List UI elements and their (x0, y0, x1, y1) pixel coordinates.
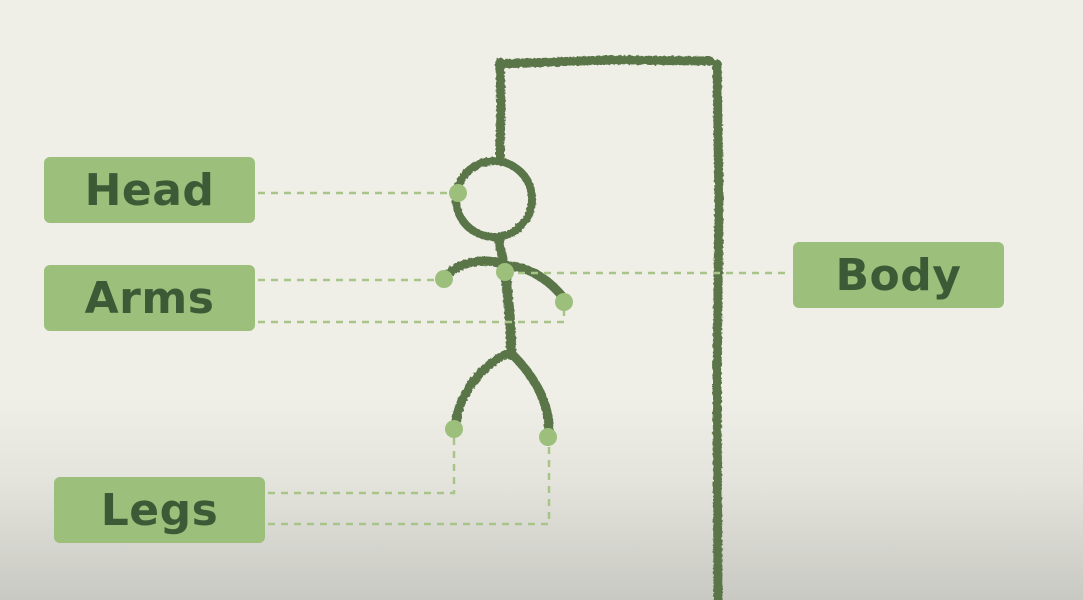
head-label-text: Head (84, 164, 215, 216)
figure-right-leg (507, 349, 554, 441)
connector-legs-right (268, 438, 551, 526)
gallows (494, 55, 724, 600)
marker-dots (435, 184, 573, 446)
stick-figure (439, 157, 570, 441)
legs-label: Legs (54, 477, 265, 543)
arms-label: Arms (44, 265, 255, 331)
gallows-rope (495, 57, 506, 160)
body-label: Body (793, 242, 1004, 308)
left-leg-marker (445, 420, 463, 438)
left-arm-marker (435, 270, 453, 288)
figure-left-arm (439, 256, 508, 282)
gallows-beam (494, 55, 715, 69)
head-label: Head (44, 157, 255, 223)
right-leg-marker (539, 428, 557, 446)
right-arm-marker (555, 293, 573, 311)
head-marker (449, 184, 467, 202)
connector-lines (258, 191, 791, 526)
connector-legs-left (268, 430, 456, 495)
legs-label-text: Legs (100, 484, 219, 536)
arms-label-text: Arms (84, 272, 215, 324)
figure-right-arm (502, 261, 570, 305)
body-marker (496, 263, 514, 281)
figure-head (452, 157, 536, 241)
connector-arms-right (258, 302, 566, 324)
body-label-text: Body (835, 249, 962, 301)
figure-left-leg (450, 347, 516, 433)
gallows-post (712, 59, 724, 600)
